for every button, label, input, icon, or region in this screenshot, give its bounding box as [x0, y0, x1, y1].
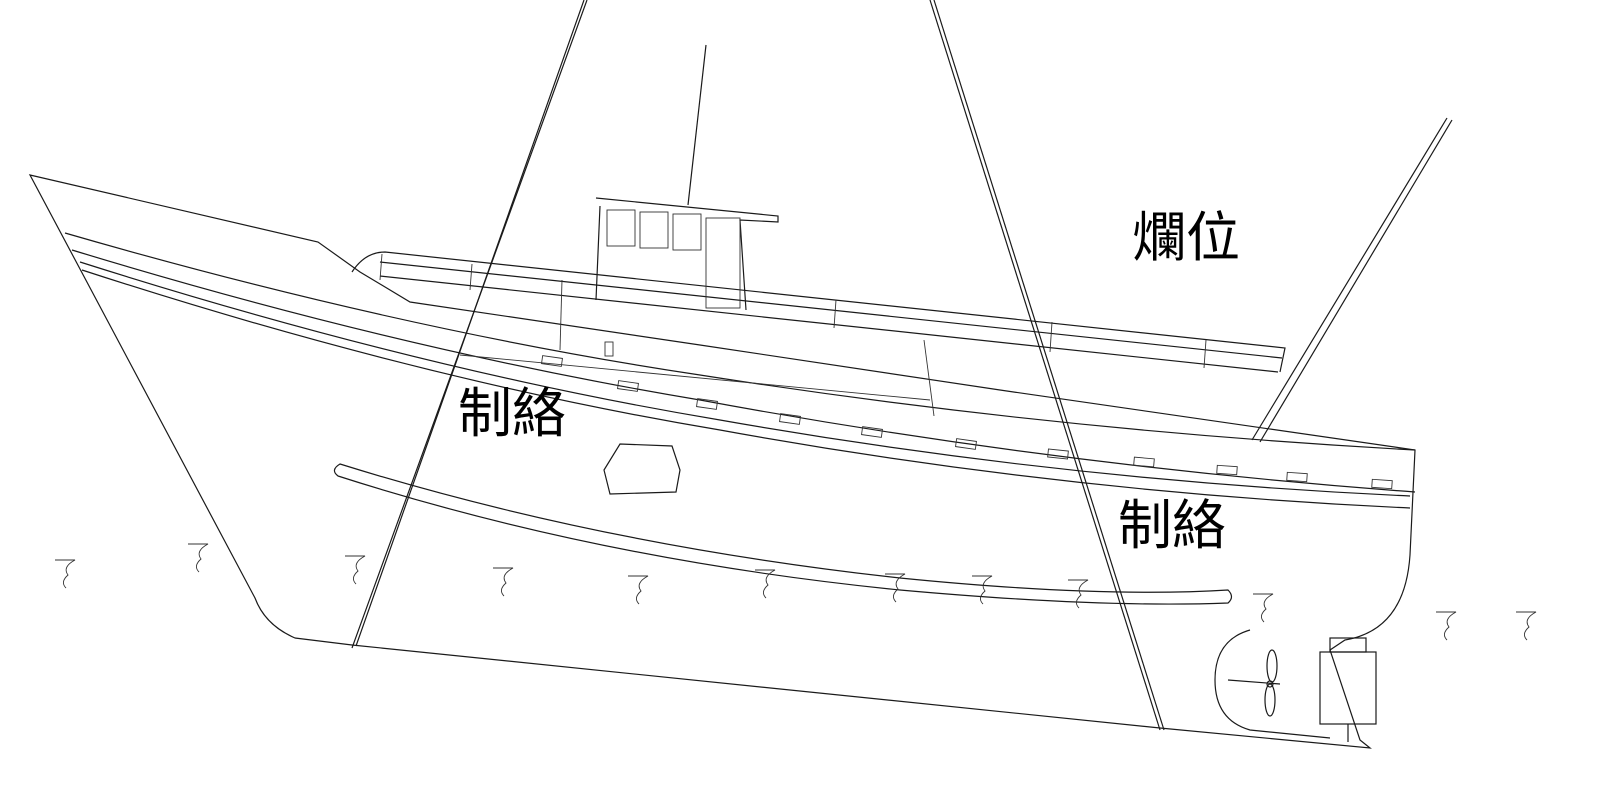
rail-post-1 — [379, 253, 383, 281]
rail-post-4 — [1049, 321, 1053, 353]
railing-low — [379, 275, 1279, 373]
window-1 — [606, 209, 636, 247]
rub-rail-top — [79, 261, 1411, 497]
cable-right — [929, 0, 1161, 731]
rail-post-3 — [833, 299, 837, 329]
label-upper: 爛位 — [1132, 206, 1240, 269]
wheelhouse — [595, 197, 779, 311]
hull-patch — [603, 443, 681, 495]
rudder-icon — [1319, 637, 1377, 742]
cabin-roof — [459, 354, 931, 401]
rail-post-2 — [469, 263, 473, 291]
portholes — [541, 341, 1393, 490]
label-stern-side: 制絡 — [1118, 494, 1226, 557]
railing-mid — [379, 261, 1283, 359]
aft-cabin-wall — [923, 339, 935, 417]
seaweed-marks — [55, 543, 1537, 641]
rail-post-5 — [1203, 339, 1207, 369]
boom — [1251, 117, 1448, 441]
cabin-wall — [559, 279, 563, 351]
window-2 — [639, 211, 669, 249]
cable-left-inner — [355, 0, 585, 647]
sheer-line-2 — [71, 249, 1416, 493]
propeller-icon — [1227, 649, 1281, 717]
label-bow-side: 制絡 — [458, 382, 566, 445]
railing-top — [351, 251, 1286, 373]
cable-right-inner — [933, 0, 1165, 731]
mast — [687, 44, 707, 206]
rub-rail-bottom — [81, 269, 1411, 509]
sheer-line-1 — [64, 232, 1416, 451]
stern-bulb — [1214, 629, 1331, 739]
boom-inner — [1259, 119, 1453, 443]
fender-tube — [333, 463, 1233, 605]
door — [705, 217, 741, 309]
window-3 — [672, 213, 702, 251]
